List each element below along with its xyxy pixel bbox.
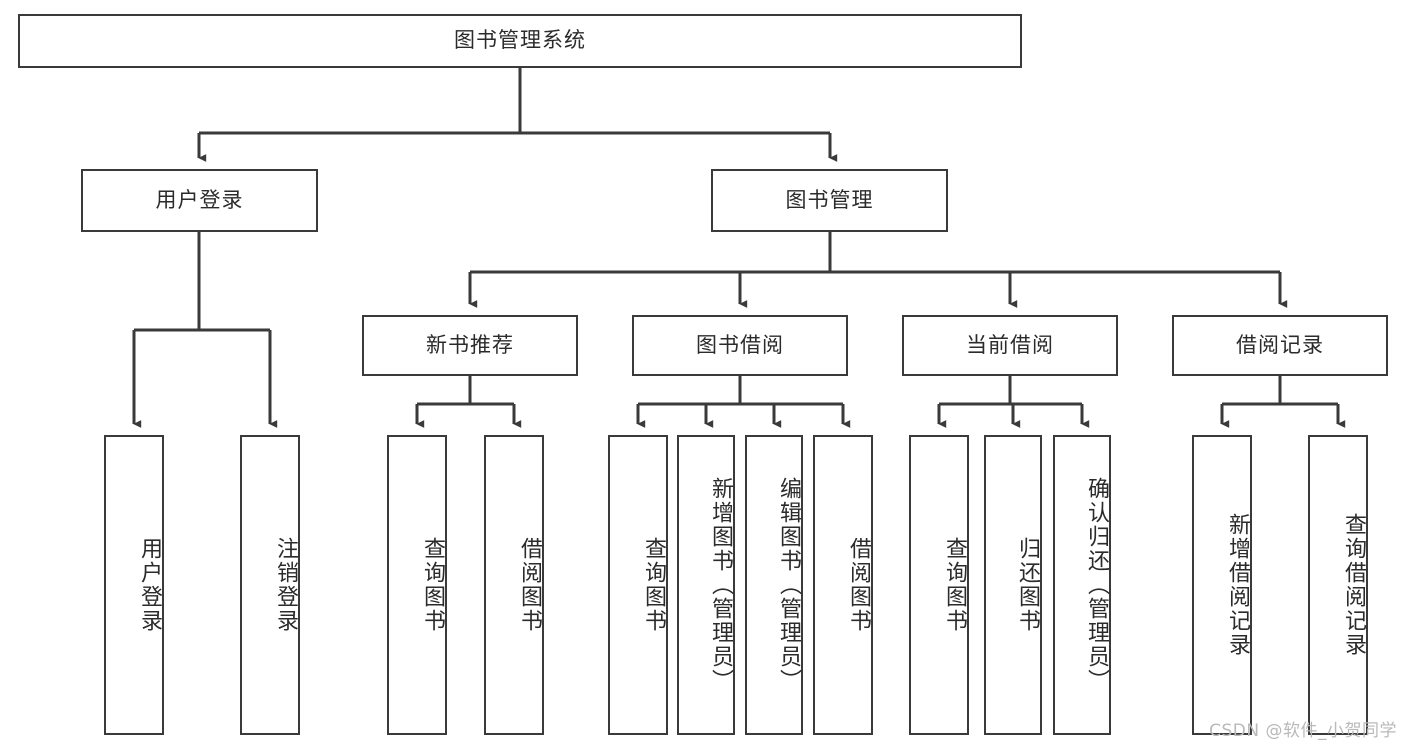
node-leaf-user-logout-label: 注销登录 (273, 537, 298, 633)
node-leaf-confirm-return[interactable]: 确认归还（管理员） (1053, 435, 1111, 735)
node-new-book-rec-label: 新书推荐 (426, 332, 514, 357)
node-borrow-record-label: 借阅记录 (1236, 332, 1324, 357)
node-borrow-record[interactable]: 借阅记录 (1172, 315, 1388, 376)
node-leaf-return-book[interactable]: 归还图书 (984, 435, 1042, 735)
node-leaf-borrow-book-1[interactable]: 借阅图书 (484, 435, 544, 735)
node-leaf-add-book[interactable]: 新增图书（管理员） (677, 435, 735, 735)
node-leaf-user-logout[interactable]: 注销登录 (240, 435, 300, 735)
node-user-login[interactable]: 用户登录 (81, 169, 318, 232)
node-leaf-borrow-book-1-label: 借阅图书 (517, 537, 542, 633)
node-book-borrow-label: 图书借阅 (696, 332, 784, 357)
node-leaf-return-book-label: 归还图书 (1015, 537, 1040, 633)
csdn-watermark: CSDN @软件_小贺同学 (1209, 721, 1397, 741)
node-leaf-query-book-1[interactable]: 查询图书 (387, 435, 447, 735)
node-leaf-user-login-label: 用户登录 (137, 537, 162, 633)
node-leaf-query-book-2[interactable]: 查询图书 (608, 435, 668, 735)
node-book-manage[interactable]: 图书管理 (711, 169, 948, 232)
node-leaf-query-book-1-label: 查询图书 (420, 537, 445, 633)
node-leaf-query-record-label: 查询借阅记录 (1341, 513, 1366, 657)
node-leaf-edit-book[interactable]: 编辑图书（管理员） (745, 435, 803, 735)
node-leaf-user-login[interactable]: 用户登录 (104, 435, 164, 735)
node-book-borrow[interactable]: 图书借阅 (632, 315, 848, 376)
node-leaf-add-record[interactable]: 新增借阅记录 (1192, 435, 1252, 735)
node-leaf-borrow-book-2-label: 借阅图书 (846, 537, 871, 633)
node-current-borrow[interactable]: 当前借阅 (902, 315, 1118, 376)
node-leaf-query-book-2-label: 查询图书 (641, 537, 666, 633)
node-leaf-edit-book-label: 编辑图书（管理员） (776, 477, 801, 693)
node-leaf-confirm-return-label: 确认归还（管理员） (1084, 477, 1109, 693)
node-leaf-query-record[interactable]: 查询借阅记录 (1308, 435, 1368, 735)
node-book-manage-label: 图书管理 (785, 187, 874, 212)
node-user-login-label: 用户登录 (155, 187, 244, 212)
node-leaf-borrow-book-2[interactable]: 借阅图书 (813, 435, 873, 735)
node-root-label: 图书管理系统 (454, 28, 586, 53)
node-current-borrow-label: 当前借阅 (966, 332, 1054, 357)
node-root[interactable]: 图书管理系统 (18, 14, 1022, 68)
node-leaf-query-book-3-label: 查询图书 (942, 537, 967, 633)
node-leaf-add-book-label: 新增图书（管理员） (708, 477, 733, 693)
node-leaf-add-record-label: 新增借阅记录 (1225, 513, 1250, 657)
node-new-book-rec[interactable]: 新书推荐 (362, 315, 578, 376)
node-leaf-query-book-3[interactable]: 查询图书 (909, 435, 969, 735)
